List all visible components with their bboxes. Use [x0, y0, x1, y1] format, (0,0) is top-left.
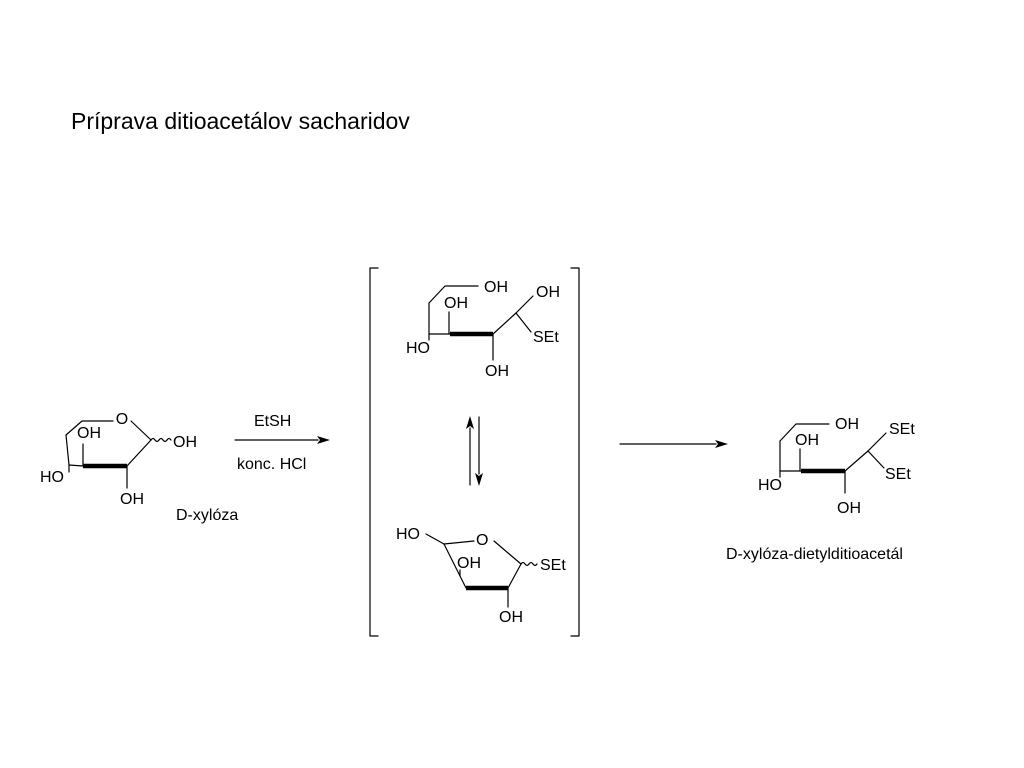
product-oh-top: OH [835, 416, 859, 433]
product-name: D-xylóza-dietylditioacetál [726, 546, 903, 563]
thiofuranoside-ring-oxygen: O [476, 532, 488, 549]
reagent-hcl: konc. HCl [237, 456, 306, 473]
xylose-anomeric-oh: OH [173, 434, 197, 451]
product-set-bottom: SEt [885, 466, 911, 483]
hemithioacetal-oh-top: OH [484, 279, 508, 296]
hemithioacetal-oh-c1: OH [536, 284, 560, 301]
thiofuranoside-set: SEt [540, 557, 566, 574]
reaction-arrow-2 [619, 440, 728, 448]
xylose-axial-oh: OH [77, 425, 101, 442]
hemithioacetal-structure: OH OH OH SEt HO OH [406, 279, 560, 380]
xylose-structure: O OH OH HO OH [40, 411, 197, 508]
thiofuranoside-ho-ch2: HO [396, 526, 420, 543]
hemithioacetal-set: SEt [533, 329, 559, 346]
equilibrium-arrows [466, 416, 483, 486]
reaction-arrow-1 [234, 436, 330, 444]
thiofuranoside-oh-ring: OH [457, 555, 481, 572]
hemithioacetal-oh-bottom: OH [485, 363, 509, 380]
hemithioacetal-ho-left: HO [406, 340, 430, 357]
reagent-etsh: EtSH [254, 413, 291, 430]
product-oh-mid: OH [795, 432, 819, 449]
xylose-oh-bottom: OH [120, 491, 144, 508]
product-structure: OH SEt OH SEt HO OH [758, 416, 915, 517]
thiofuranoside-structure: HO O OH SEt OH [396, 526, 566, 626]
slide-title: Príprava ditioacetálov sacharidov [71, 108, 410, 134]
right-bracket [570, 267, 580, 637]
thiofuranoside-oh-bottom: OH [499, 609, 523, 626]
left-bracket [369, 267, 379, 637]
product-oh-bottom: OH [837, 500, 861, 517]
product-ho-left: HO [758, 477, 782, 494]
xylose-name: D-xylóza [176, 507, 238, 524]
xylose-ho-left: HO [40, 469, 64, 486]
product-set-top: SEt [889, 421, 915, 438]
hemithioacetal-oh-mid: OH [444, 295, 468, 312]
xylose-ring-oxygen: O [116, 411, 128, 428]
